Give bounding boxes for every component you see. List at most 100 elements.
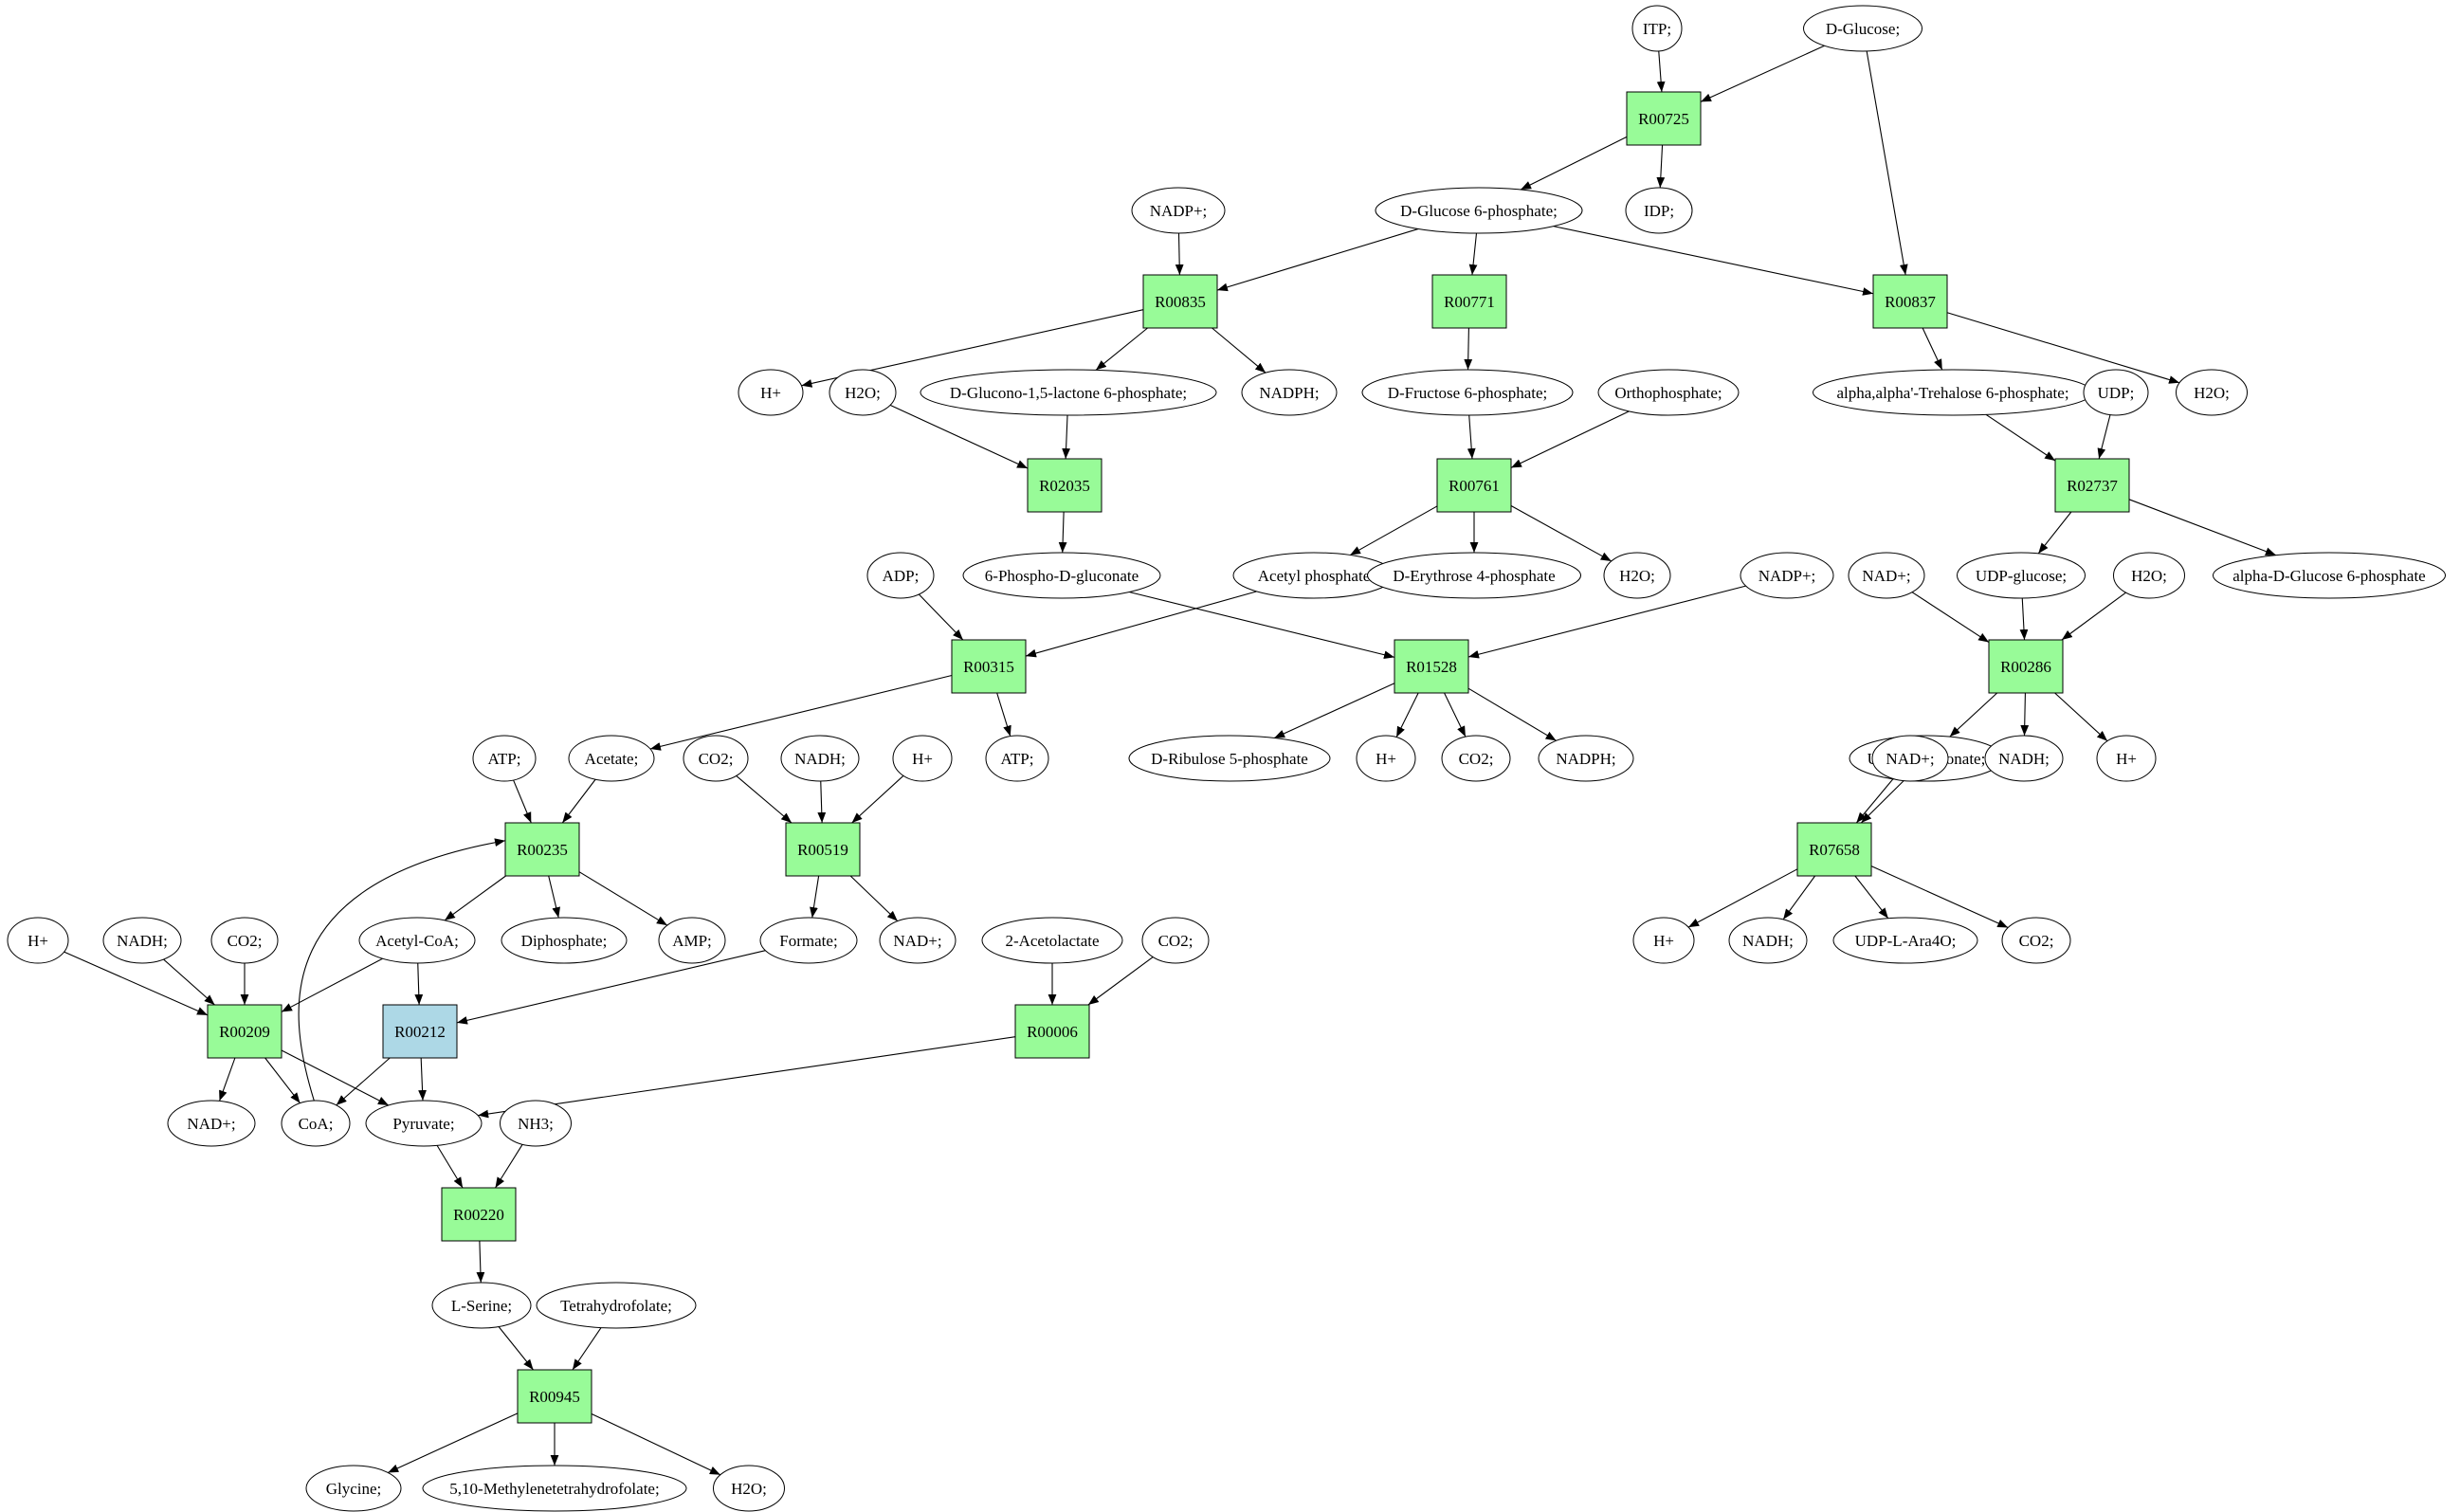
node-label: R00235: [517, 841, 568, 859]
node-label: H2O;: [845, 384, 881, 402]
edge-r00006-to-pyruvate: [478, 1036, 1016, 1119]
reaction-node-r00771: R00771: [1431, 274, 1507, 329]
compound-ellipse: [780, 735, 860, 782]
compound-ellipse: [1241, 369, 1338, 416]
edge-r02035-to-pgluc: [1058, 511, 1067, 554]
node-label: H+: [27, 932, 48, 950]
edge-udpglc-to-r00286: [2019, 597, 2029, 641]
compound-ellipse: [1128, 735, 1331, 782]
reaction-box: [2054, 458, 2130, 513]
compound-ellipse: [1625, 187, 1693, 234]
compound-ellipse: [2176, 369, 2248, 416]
edge-r02737-to-ag6p: [2128, 499, 2277, 556]
compound-node-serine: L-Serine;: [431, 1282, 532, 1329]
reaction-box: [1014, 1004, 1090, 1059]
compound-node-atp2: ATP;: [985, 735, 1049, 782]
node-label: ATP;: [1001, 750, 1034, 768]
node-label: D-Ribulose 5-phosphate: [1151, 750, 1308, 768]
compound-ellipse: [2096, 735, 2157, 782]
node-label: R00945: [529, 1388, 580, 1406]
compound-ellipse: [1597, 369, 1740, 416]
node-label: H+: [760, 384, 781, 402]
reaction-node-r00209: R00209: [207, 1004, 282, 1059]
node-label: R00006: [1027, 1023, 1078, 1041]
compound-node-h4: H+: [1356, 735, 1416, 782]
edge-nadh3-to-r00209: [163, 958, 215, 1006]
edge-h2o_4-to-r00286: [2061, 592, 2126, 641]
compound-node-formate: Formate;: [759, 917, 858, 964]
node-label: R00725: [1638, 110, 1689, 128]
node-label: NADH;: [794, 750, 846, 768]
node-label: L-Serine;: [451, 1297, 512, 1315]
compound-node-adp: ADP;: [866, 552, 935, 599]
node-label: NADP+;: [1150, 202, 1208, 220]
node-label: CO2;: [228, 932, 263, 950]
compound-ellipse: [1367, 552, 1581, 599]
compound-ellipse: [431, 1282, 532, 1329]
node-label: H2O;: [2131, 567, 2167, 585]
compound-ellipse: [829, 369, 897, 416]
compound-ellipse: [102, 917, 182, 964]
compound-ellipse: [1141, 917, 1210, 964]
node-label: ADP;: [883, 567, 920, 585]
edge-r00286-to-h5: [2054, 692, 2108, 742]
compound-node-glycine: Glycine;: [305, 1465, 402, 1512]
compound-node-co2_3: CO2;: [210, 917, 279, 964]
edge-nadp1-to-r00835: [1175, 232, 1184, 276]
edge-r00212-to-coa: [336, 1057, 391, 1106]
reaction-box: [785, 822, 861, 877]
reaction-box: [1988, 639, 2064, 694]
node-label: D-Fructose 6-phosphate;: [1388, 384, 1548, 402]
edge-r00235-to-acoa: [444, 875, 506, 921]
edge-atp1-to-r00235: [513, 779, 532, 824]
edge-r00286-to-nadh2: [2020, 692, 2030, 737]
edge-co2_1-to-r00519: [736, 775, 793, 824]
edge-dglucose-to-r00837: [1866, 50, 1908, 276]
edge-g6p-to-r00771: [1468, 232, 1478, 276]
node-label: Orthophosphate;: [1614, 384, 1722, 402]
compound-node-treh: alpha,alpha'-Trehalose 6-phosphate;: [1813, 369, 2093, 416]
reaction-node-r00006: R00006: [1014, 1004, 1090, 1059]
node-label: NADH;: [1998, 750, 2050, 768]
node-label: Diphosphate;: [521, 932, 608, 950]
compound-ellipse: [1728, 917, 1808, 964]
reaction-node-r00837: R00837: [1872, 274, 1948, 329]
edge-h3-to-r00519: [851, 774, 904, 824]
node-label: alpha-D-Glucose 6-phosphate: [2232, 567, 2425, 585]
node-label: H+: [1376, 750, 1396, 768]
edge-udpgluc-to-r07658: [1860, 779, 1905, 824]
node-label: NADPH;: [1259, 384, 1319, 402]
edge-coa-to-r00235: [298, 838, 506, 1102]
compound-ellipse: [713, 1465, 785, 1512]
node-label: Acetyl-CoA;: [375, 932, 459, 950]
reaction-box: [1872, 274, 1948, 329]
edge-co2_4-to-r00006: [1087, 956, 1154, 1006]
edge-r01528-to-h4: [1395, 692, 1419, 738]
compound-node-ag6p: alpha-D-Glucose 6-phosphate: [2213, 552, 2446, 599]
compound-node-h7: H+: [1632, 917, 1695, 964]
compound-ellipse: [683, 735, 749, 782]
compound-node-ortho: Orthophosphate;: [1597, 369, 1740, 416]
reaction-node-r00761: R00761: [1436, 458, 1512, 513]
compound-node-diph: Diphosphate;: [501, 917, 628, 964]
compound-ellipse: [472, 735, 537, 782]
reaction-box: [504, 822, 580, 877]
compound-ellipse: [305, 1465, 402, 1512]
edge-formate-to-r00212: [456, 950, 766, 1025]
compound-node-h2o_3: H2O;: [1603, 552, 1671, 599]
compound-node-h2o_5: H2O;: [713, 1465, 785, 1512]
node-label: CO2;: [699, 750, 734, 768]
edge-treh-to-r02737: [1985, 413, 2056, 462]
node-label: R00761: [1449, 477, 1500, 495]
compound-node-nad1: NAD+;: [1848, 552, 1925, 599]
node-label: NADPH;: [1556, 750, 1615, 768]
node-label: H+: [1653, 932, 1674, 950]
edge-udp-to-r02737: [2097, 414, 2111, 460]
node-label: UDP;: [2098, 384, 2135, 402]
compound-node-nad3: NAD+;: [879, 917, 957, 964]
compound-node-acetate: Acetate;: [568, 735, 655, 782]
compound-node-e4p: D-Erythrose 4-phosphate: [1367, 552, 1581, 599]
compound-ellipse: [981, 917, 1123, 964]
node-label: R00519: [797, 841, 848, 859]
node-label: 2-Acetolactate: [1005, 932, 1099, 950]
